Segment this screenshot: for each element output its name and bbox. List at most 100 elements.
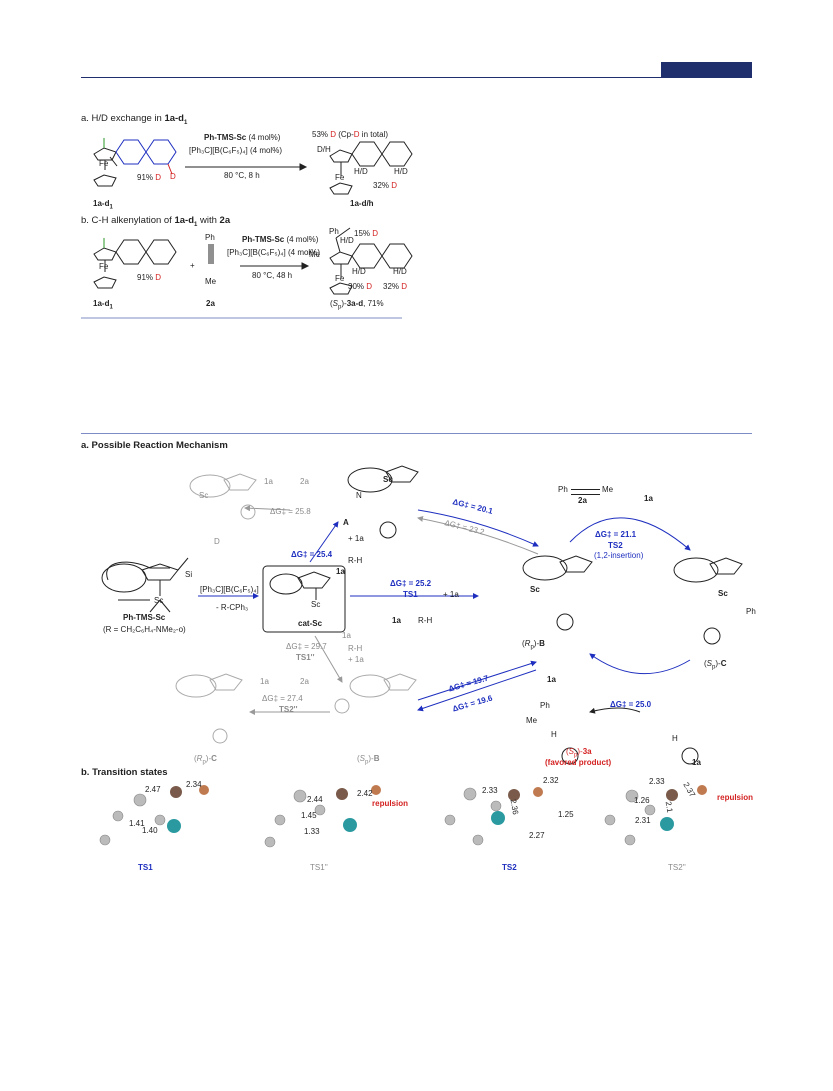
TS2-dg: ΔG‡ = 21.1 (595, 530, 637, 539)
b-sm-pct: 91% D (137, 273, 162, 282)
alkyne-ph: Ph (558, 485, 568, 494)
a-reagent1: Ph-TMS-Sc (4 mol%) (204, 133, 281, 142)
ts2pp-d2: 1.26 (634, 796, 650, 805)
RC-label: (Rp)-C (194, 754, 217, 766)
A-1a: 1a (336, 567, 345, 576)
TS1pp-1a: 1a (342, 631, 351, 640)
start-r: (R = CH₂C₆H₄-NMe₂-o) (103, 625, 186, 634)
b-p-pct1: 15% D (354, 229, 379, 238)
A-sc: Sc (383, 475, 393, 484)
SC-label: (Sp)-C (704, 659, 727, 671)
b-p-me: Me (309, 250, 321, 259)
alkyne-label: 2a (578, 496, 587, 505)
scheme-a-label: a. H/D exchange in 1a-d1 (81, 113, 188, 126)
ts1pp-d2: 1.45 (301, 811, 317, 820)
b-p-hd2: H/D (352, 267, 366, 276)
ts1-d0: 2.47 (145, 785, 161, 794)
ts2-d2: 2.36 (508, 798, 521, 816)
cat-sc: Sc (311, 600, 321, 609)
ts2pp-d0: 2.33 (649, 777, 665, 786)
prod-label: (Sp)-3a (566, 747, 592, 759)
alkyne-1a: 1a (644, 494, 653, 503)
TS2-label: TS2 (608, 541, 623, 550)
b-p-pct2: 30% D (348, 282, 373, 291)
cat-label: cat-Sc (298, 619, 323, 628)
TS2pp-2a: 2a (300, 677, 309, 686)
b-alkyne-me: Me (205, 277, 217, 286)
ts2pp-rep: repulsion (717, 793, 754, 802)
start-by: - R-CPh₃ (216, 603, 249, 612)
TS1-label: TS1 (403, 590, 418, 599)
ts1-d2: 1.41 (129, 819, 145, 828)
SC-ph: Ph (746, 607, 756, 616)
a-cond: 80 °C, 8 h (224, 171, 260, 180)
b-cond: 80 °C, 48 h (252, 271, 293, 280)
TS1-plus: + 1a (443, 590, 459, 599)
a-prod-label: 1a-d/h (350, 199, 374, 208)
ts1pp-rep: repulsion (372, 799, 409, 808)
alkyne-bond (571, 489, 600, 495)
D-2a: 2a (300, 477, 309, 486)
ts2-d4: 2.27 (529, 831, 545, 840)
D-1a: 1a (264, 477, 273, 486)
prod-dg: ΔG‡ = 25.0 (610, 700, 652, 709)
ts2pp-d3: 2.31 (635, 816, 651, 825)
ts-drawing (99, 785, 707, 848)
RB-label: (Rp)-B (522, 639, 545, 651)
a-hd: H/D (354, 167, 368, 176)
prod-1a-out: 1a (547, 675, 556, 684)
ts-title: b. Transition states (81, 767, 168, 778)
mech-title: a. Possible Reaction Mechanism (81, 440, 228, 451)
alkyne-me: Me (602, 485, 614, 494)
sm-label: 1a (692, 758, 701, 767)
ts2-label: TS2 (502, 863, 517, 872)
b-reagent2: [Ph₃C][B(C₆F₅)₄] (4 mol%) (227, 248, 320, 257)
a-dh: D/H (317, 145, 331, 154)
b-p-hd3: H/D (393, 267, 407, 276)
A-label: A (343, 518, 349, 527)
prod-fav: (favored product) (545, 758, 612, 767)
ts1-label: TS1 (138, 863, 153, 872)
header-tab (661, 62, 752, 78)
prod-h: H (551, 730, 557, 739)
scheme-b-label: b. C-H alkenylation of 1a-d1 with 2a (81, 215, 231, 228)
ts2-d0: 2.33 (482, 786, 498, 795)
b-fe: Fe (99, 262, 109, 271)
TS1pp-dg: ΔG‡ = 29.7 (286, 642, 327, 651)
TS2-sub: (1,2-insertion) (594, 551, 644, 560)
header-rule (81, 77, 752, 78)
A-n: N (356, 491, 362, 500)
scheme-a-drawing (81, 138, 413, 319)
a-sm-pct: 91% D (137, 173, 162, 182)
A-plus1a: + 1a (348, 534, 364, 543)
b-reagent1: Ph-TMS-Sc (4 mol%) (242, 235, 319, 244)
b-alkyne-ph: Ph (205, 233, 215, 242)
SB-label: (Sp)-B (357, 754, 380, 766)
start-sc: Sc (154, 596, 164, 605)
mechanism-drawing (101, 465, 743, 765)
ts2-d1: 2.32 (543, 776, 559, 785)
RB-sc: Sc (530, 585, 540, 594)
TS1pp-plus: + 1a (348, 655, 364, 664)
prod-ph: Ph (540, 701, 550, 710)
D-dg: ΔG‡ = 25.8 (270, 507, 311, 516)
TS1pp-label: TS1'' (296, 653, 315, 662)
ts1pp-label: TS1'' (310, 863, 328, 872)
start-si: Si (185, 570, 193, 579)
mech-rule (81, 433, 752, 434)
TS2pp-label: TS2'' (279, 705, 298, 714)
TS1-dg: ΔG‡ = 25.2 (390, 579, 432, 588)
D-sc: Sc (199, 491, 209, 500)
ts1pp-d3: 1.33 (304, 827, 320, 836)
TS1-1a: 1a (392, 616, 401, 625)
ts2-d3: 1.25 (558, 810, 574, 819)
b-plus: + (190, 261, 195, 270)
b-p-hd1: H/D (340, 236, 354, 245)
b-alkyne-label: 2a (206, 299, 215, 308)
prod-me: Me (526, 716, 538, 725)
ts1pp-d1: 2.42 (357, 789, 373, 798)
a-sm-label: 1a-d1 (93, 199, 113, 211)
TS2pp-dg: ΔG‡ = 27.4 (262, 694, 303, 703)
a-reagent2: [Ph₃C][B(C₆F₅)₄] (4 mol%) (189, 146, 282, 155)
TS2pp-1a: 1a (260, 677, 269, 686)
